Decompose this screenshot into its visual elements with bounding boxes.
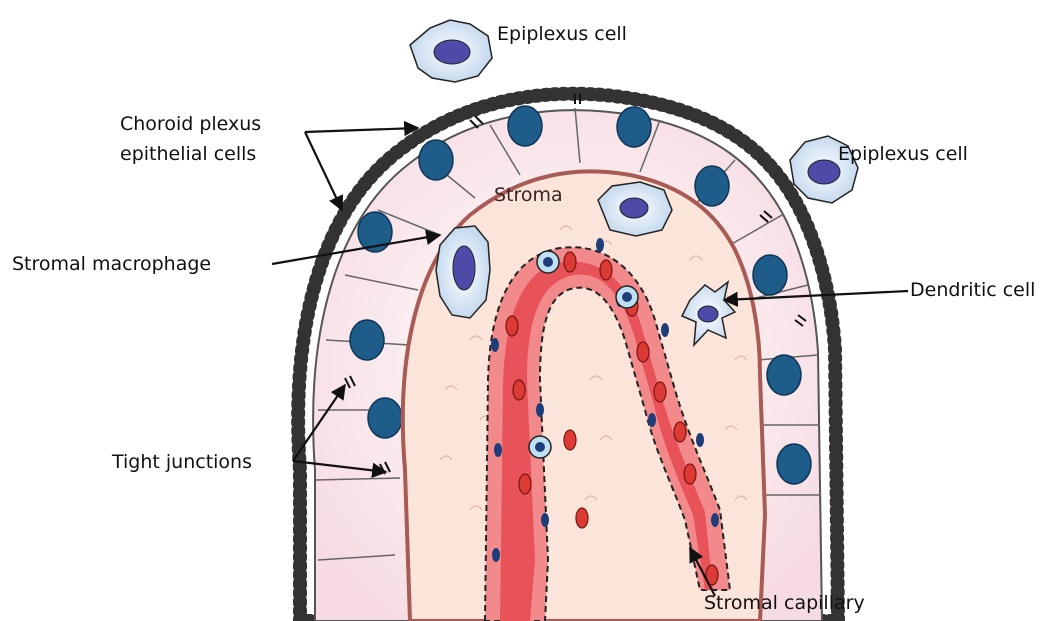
arrow-choroid-to-upper-cell (305, 128, 418, 132)
label-dendritic-cell: Dendritic cell (910, 278, 1035, 302)
label-epiplexus-top: Epiplexus cell (497, 22, 627, 46)
label-stroma: Stroma (494, 183, 563, 207)
label-tight-junctions: Tight junctions (112, 450, 252, 474)
stroma-macrophage-2 (598, 182, 672, 236)
label-epiplexus-right: Epiplexus cell (838, 142, 968, 166)
epiplexus-cell-top (410, 20, 492, 82)
label-choroid-line2: epithelial cells (120, 142, 256, 166)
label-choroid-line1: Choroid plexus (120, 112, 261, 136)
label-stromal-capillary: Stromal capillary (704, 591, 865, 615)
label-stromal-macrophage: Stromal macrophage (12, 252, 211, 276)
arrow-choroid-to-lower-cell (305, 132, 342, 210)
